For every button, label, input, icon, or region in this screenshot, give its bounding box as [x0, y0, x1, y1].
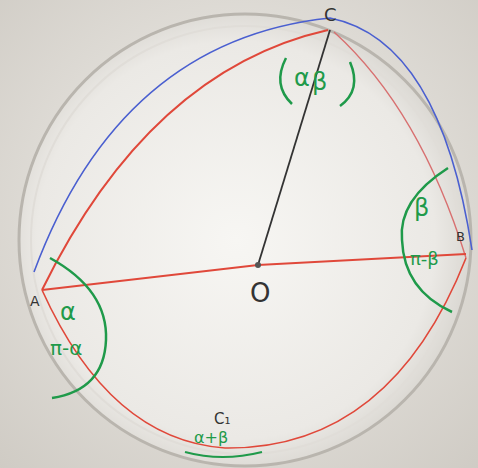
radius-line: [258, 30, 330, 265]
sphere-rim: [31, 26, 459, 454]
angle-arc: [185, 452, 262, 457]
angle-label: α: [60, 300, 76, 324]
angle-arc: [402, 168, 452, 312]
angle-arc: [340, 62, 354, 106]
red-arc: [42, 30, 328, 290]
angle-label: β: [312, 70, 327, 94]
pink-arc: [334, 32, 466, 258]
center-dot: [255, 262, 261, 268]
point-label: A: [30, 294, 40, 308]
angle-arc: [280, 58, 292, 104]
center-label: O: [250, 280, 270, 306]
angle-label: α+β: [194, 430, 228, 446]
angle-label: β: [414, 196, 429, 220]
angle-label: α: [294, 66, 310, 90]
point-label: C₁: [214, 412, 231, 427]
point-label: C: [324, 6, 337, 24]
red-lower-arc: [42, 258, 466, 448]
point-label: B: [456, 230, 465, 243]
angle-label: π-α: [50, 338, 82, 358]
sphere-outline: [19, 14, 471, 466]
angle-label: π-β: [410, 250, 439, 268]
angle-arc: [50, 258, 106, 398]
